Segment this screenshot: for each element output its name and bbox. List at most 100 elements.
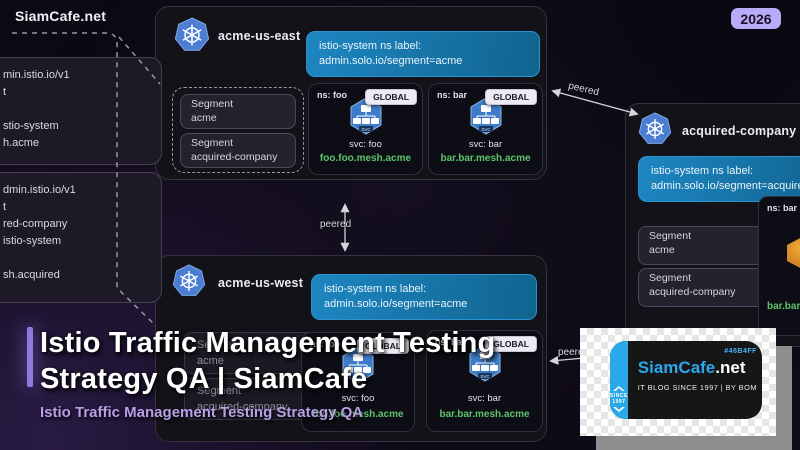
service-hostname: bar.bar. bbox=[767, 301, 800, 312]
namespace-name: ns: bar bbox=[437, 90, 468, 100]
global-badge: GLOBAL bbox=[365, 89, 417, 105]
namespace-name: ns: bar bbox=[767, 203, 798, 213]
peered-label-west-acquired: peered bbox=[558, 347, 590, 358]
ns-label-line: admin.solo.io/segment=acme bbox=[319, 55, 463, 67]
cluster-acquired-company: acquired-company istio-system ns label: … bbox=[625, 103, 800, 347]
code-line: stio-system bbox=[3, 120, 59, 132]
yaml-snippet-acme: min.istio.io/v1 t stio-system h.acme bbox=[0, 57, 162, 165]
chevron-up-icon bbox=[612, 386, 625, 391]
main-title-line1: Istio Traffic Management Testing bbox=[40, 327, 496, 359]
code-line: red-company bbox=[3, 218, 68, 230]
cluster-acme-us-east: acme-us-east istio-system ns label: admi… bbox=[155, 6, 547, 180]
service-hostname: bar.bar.mesh.acme bbox=[440, 153, 531, 164]
ns-label-line: admin.solo.io/segment=acme bbox=[324, 298, 468, 310]
service-icon: SVC bbox=[348, 97, 384, 135]
subtitle: Istio Traffic Management Testing Strateg… bbox=[40, 404, 364, 421]
namespace-foo: ns: foo GLOBAL SVC svc: foo foo.foo.mesh… bbox=[308, 83, 423, 175]
namespace-foo: ns: foo GLOBAL SVC svc: foo foo.foo.mesh… bbox=[301, 332, 415, 432]
segment-acme: Segment acme bbox=[180, 94, 296, 129]
code-line bbox=[3, 250, 155, 267]
kubernetes-icon bbox=[174, 17, 210, 53]
segment-value: acme bbox=[649, 243, 675, 256]
namespace-name: ns: bar bbox=[435, 337, 466, 347]
brand-stripe: SINCE 1997 bbox=[610, 341, 628, 419]
code-line: istio-system bbox=[3, 235, 62, 247]
svg-text:SVC: SVC bbox=[481, 127, 491, 132]
cluster-name: acme-us-east bbox=[218, 29, 301, 43]
istio-ns-label-callout: istio-system ns label: admin.solo.io/seg… bbox=[311, 274, 537, 320]
segment-acme: Segment acme bbox=[638, 226, 770, 265]
chevron-down-icon bbox=[613, 407, 625, 412]
global-badge: GLOBAL bbox=[485, 89, 537, 105]
code-line: dmin.istio.io/v1 bbox=[3, 184, 76, 196]
color-code: #46B4FF bbox=[724, 348, 757, 355]
brand-name: SiamCafe.net bbox=[638, 358, 757, 378]
service-name: svc: bar bbox=[467, 393, 502, 404]
service-icon: SVC bbox=[467, 344, 503, 382]
segment-value: acquired-company bbox=[191, 150, 278, 163]
stripe-year: 1997 bbox=[612, 399, 626, 405]
svg-text:SVC: SVC bbox=[353, 376, 363, 381]
kubernetes-icon bbox=[638, 112, 672, 146]
ns-label-line: admin.solo.io/segment=acquired- bbox=[651, 180, 800, 192]
site-title: SiamCafe.net bbox=[15, 8, 107, 24]
code-line: min.istio.io/v1 bbox=[3, 69, 70, 81]
namespace-bar: ns: bar svc: bar bar.bar. bbox=[758, 196, 800, 336]
segment-acquired-company: Segment acquired-company bbox=[180, 133, 296, 168]
code-line: h.acme bbox=[3, 137, 40, 149]
ns-label-line: istio-system ns label: bbox=[319, 40, 422, 52]
code-line bbox=[3, 101, 155, 118]
accent-bar bbox=[27, 327, 33, 387]
segment-value: acme bbox=[191, 111, 217, 124]
segments-group bbox=[172, 87, 304, 173]
service-hostname: foo.foo.mesh.acme bbox=[312, 409, 404, 420]
service-icon: SVC bbox=[340, 346, 376, 384]
service-hostname: foo.foo.mesh.acme bbox=[319, 153, 412, 164]
cluster-acme-us-west: acme-us-west istio-system ns label: admi… bbox=[155, 255, 547, 442]
global-badge: GLOBAL bbox=[485, 336, 537, 352]
istio-ns-label-callout: istio-system ns label: admin.solo.io/seg… bbox=[306, 31, 540, 77]
kubernetes-icon bbox=[172, 264, 206, 298]
global-badge: GLOBAL bbox=[357, 338, 409, 354]
brand-name-primary: SiamCafe bbox=[637, 358, 716, 377]
stripe-since: SINCE bbox=[610, 393, 628, 399]
service-name: svc: foo bbox=[341, 393, 375, 404]
brand-card: SINCE 1997 #46B4FF SiamCafe.net IT BLOG … bbox=[580, 328, 776, 436]
ns-label-line: istio-system ns label: bbox=[324, 283, 427, 295]
cluster-name: acquired-company bbox=[682, 124, 797, 138]
namespace-bar: ns: bar GLOBAL SVC svc: bar bar.bar.mesh… bbox=[426, 330, 543, 432]
peered-label-east-west: peered bbox=[320, 219, 352, 230]
segment-label: Segment bbox=[649, 230, 692, 242]
ns-label-line: istio-system ns label: bbox=[651, 165, 754, 177]
service-name: svc: foo bbox=[349, 139, 382, 150]
waypoint-icon bbox=[787, 237, 800, 269]
segment-acquired-company: Segment acquired-company bbox=[638, 268, 770, 307]
segment-label: Segment bbox=[197, 339, 242, 351]
service-icon: SVC bbox=[468, 97, 504, 135]
yaml-snippet-acquired: dmin.istio.io/v1 t red-company istio-sys… bbox=[0, 172, 162, 303]
brand-badge: SINCE 1997 #46B4FF SiamCafe.net IT BLOG … bbox=[610, 341, 762, 419]
namespace-bar: ns: bar GLOBAL SVC svc: bar bar.bar.mesh… bbox=[428, 83, 543, 175]
segment-label: Segment bbox=[191, 98, 234, 110]
main-title-line2: Strategy QA | SiamCafe bbox=[40, 363, 368, 395]
segment-value: acquired-company bbox=[197, 401, 288, 413]
svg-text:SVC: SVC bbox=[480, 374, 490, 379]
service-name: svc: bar bbox=[468, 139, 503, 150]
namespace-name: ns: foo bbox=[310, 339, 340, 349]
svg-text:SVC: SVC bbox=[361, 127, 371, 132]
brand-tagline: IT BLOG SINCE 1997 | BY BOM bbox=[637, 383, 757, 392]
code-line: t bbox=[3, 201, 7, 213]
service-name: svc: bar bbox=[759, 287, 800, 298]
year-badge: 2026 bbox=[731, 8, 781, 29]
segment-value: acquired-company bbox=[649, 285, 736, 298]
code-line: t bbox=[3, 86, 7, 98]
brand-name-suffix: .net bbox=[715, 358, 746, 377]
segment-label: Segment bbox=[649, 272, 692, 284]
segment-label: Segment bbox=[197, 385, 242, 397]
istio-ns-label-callout: istio-system ns label: admin.solo.io/seg… bbox=[638, 156, 800, 202]
brand-content: #46B4FF SiamCafe.net IT BLOG SINCE 1997 … bbox=[628, 341, 762, 419]
peered-label-east-acquired: peered bbox=[567, 80, 600, 99]
segment-label: Segment bbox=[191, 137, 234, 149]
segment-value: acme bbox=[197, 355, 224, 367]
